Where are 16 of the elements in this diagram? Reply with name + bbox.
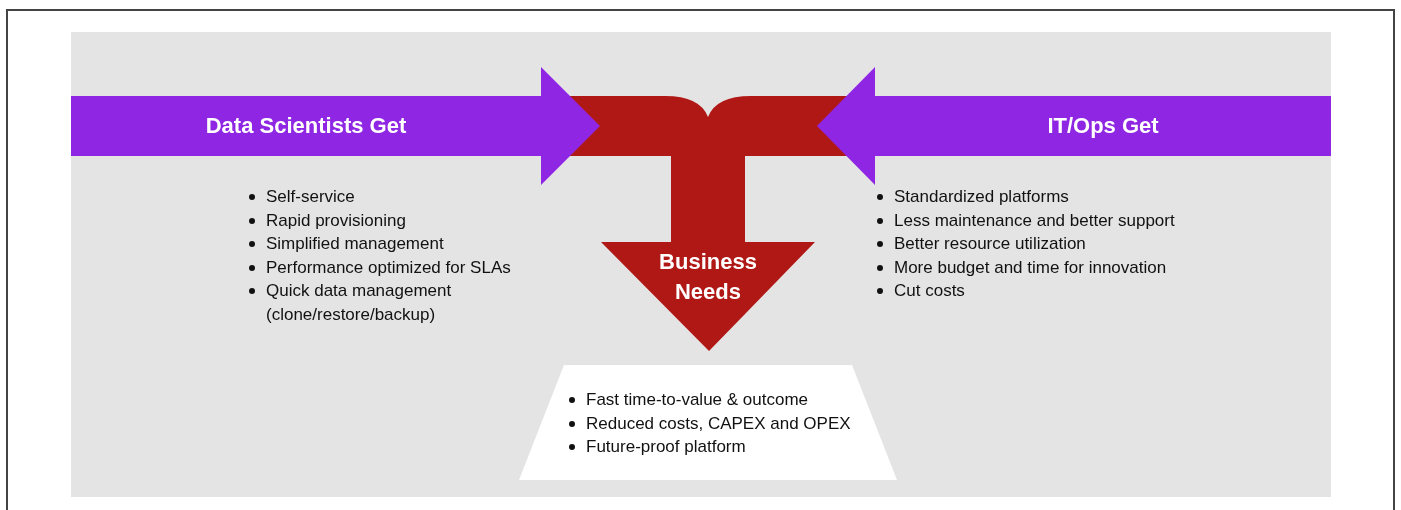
bullet-text: Self-service bbox=[266, 187, 355, 206]
bullet-text: Simplified management bbox=[266, 234, 444, 253]
bullet-text: Reduced costs, CAPEX and OPEX bbox=[586, 413, 851, 433]
bullet-text: Rapid provisioning bbox=[266, 210, 406, 230]
arrow-title: IT/Ops Get bbox=[1047, 112, 1159, 140]
bullet-text: Cut costs bbox=[894, 281, 965, 300]
bullet-text: Performance optimized for SLAs bbox=[266, 257, 511, 277]
bullet-text: Standardized platforms bbox=[894, 187, 1069, 206]
bullet-text: Fast time-to-value & outcome bbox=[586, 390, 809, 409]
arrow-title: Business Needs bbox=[658, 248, 758, 306]
bullet-text: Better resource utilization bbox=[894, 234, 1086, 253]
bullet-text: Less maintenance and better support bbox=[894, 210, 1175, 230]
bullet-text: More budget and time for innovation bbox=[894, 257, 1167, 277]
bullet-text: Future-proof platform bbox=[586, 437, 746, 456]
arrow-title: Data Scientists Get bbox=[205, 112, 407, 140]
bullet-text: Quick data management (clone/restore/backup) bbox=[266, 281, 452, 324]
